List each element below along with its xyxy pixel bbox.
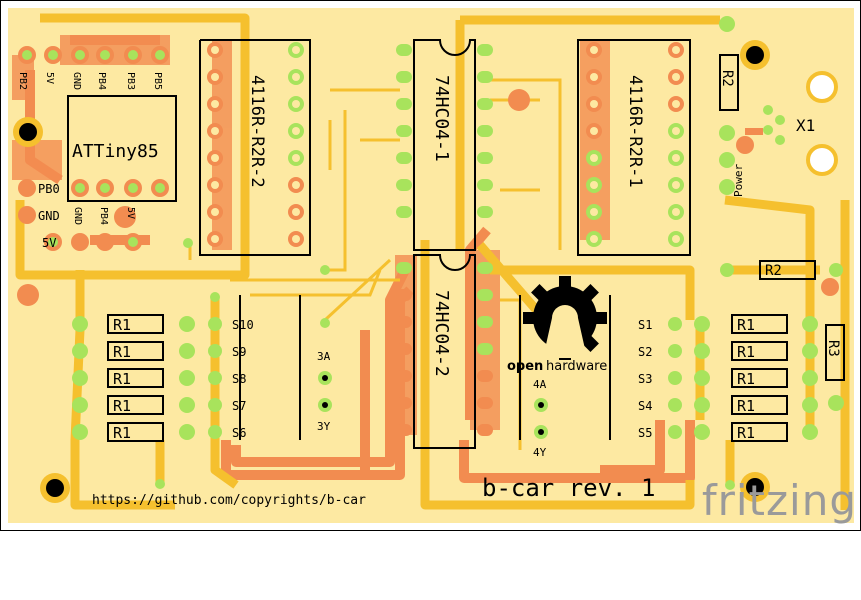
header-top-label-1: PB2 — [17, 72, 28, 90]
switch-left-label-4: S7 — [232, 399, 246, 413]
resistor-left-label-3: R1 — [113, 370, 131, 388]
board-substrate — [8, 8, 854, 523]
resistor-left-label-4: R1 — [113, 397, 131, 415]
chip2-label: 74HC04-2 — [431, 290, 452, 377]
header-mid-label-4: PB4 — [98, 207, 109, 225]
mcu-label: ATTiny85 — [72, 141, 159, 162]
vias — [17, 89, 839, 306]
resistor-right-label-5: R1 — [737, 424, 755, 442]
switch-right-label-1: S1 — [638, 318, 652, 332]
r2-top-label: R2 — [719, 70, 735, 87]
oshw-open-label: open — [507, 359, 543, 374]
mounting-holes — [13, 40, 838, 503]
header-mid-label-5: 5V — [125, 207, 136, 219]
header-bottom-label: 5V — [42, 236, 56, 250]
switch-left-label-5: S6 — [232, 426, 246, 440]
oshw-hardware-label: hardware — [546, 359, 607, 374]
gate4-y-label: 4Y — [533, 446, 547, 459]
r2r-1-pads — [586, 42, 684, 247]
resistor-left-label-2: R1 — [113, 343, 131, 361]
x1-label: X1 — [796, 116, 815, 135]
silkscreen-outlines — [67, 39, 845, 449]
resistor-pads — [72, 238, 844, 490]
resistor-right-label-3: R1 — [737, 370, 755, 388]
pcb-board: https://github.com/copyrights/b-car b-car… — [0, 0, 861, 531]
resistor-right-label-1: R1 — [737, 316, 755, 334]
header-mid-label-3: GND — [72, 207, 83, 225]
resistor-right-label-4: R1 — [737, 397, 755, 415]
resistor-left-label-1: R1 — [113, 316, 131, 334]
header-top-label-6: PB5 — [152, 72, 163, 90]
resistor-left-label-5: R1 — [113, 424, 131, 442]
chip-pads — [396, 44, 493, 436]
fritzing-logo: fritzing — [701, 476, 857, 525]
power-label: Power — [732, 164, 745, 197]
r2r-2-pads — [207, 42, 304, 247]
chip1-label: 74HC04-1 — [431, 75, 452, 162]
r2r-2-label: 4116R-R2R-2 — [247, 75, 267, 188]
gate3-y-label: 3Y — [317, 420, 331, 433]
attiny-header-pads — [18, 46, 169, 251]
header-top-label-2: 5V — [44, 72, 55, 84]
url-label: https://github.com/copyrights/b-car — [92, 493, 366, 508]
switch-right-label-5: S5 — [638, 426, 652, 440]
pcb-board-view[interactable]: https://github.com/copyrights/b-car b-car… — [0, 0, 861, 531]
header-top-label-4: PB4 — [96, 72, 107, 90]
r2r-1-label: 4116R-R2R-1 — [625, 75, 645, 188]
revision-label: b-car rev. 1 — [482, 474, 655, 502]
switch-right-label-3: S3 — [638, 372, 652, 386]
gate3-a-label: 3A — [317, 350, 331, 363]
header-top-label-5: PB3 — [125, 72, 136, 90]
resistor-bodies — [107, 260, 816, 442]
switch-left-label-1: S10 — [232, 318, 254, 332]
switch-left-label-3: S8 — [232, 372, 246, 386]
switch-left-label-2: S9 — [232, 345, 246, 359]
resistor-right-label-2: R1 — [737, 343, 755, 361]
r2-mid-label: R2 — [765, 263, 782, 279]
switch-right-label-2: S2 — [638, 345, 652, 359]
gate4-a-label: 4A — [533, 378, 547, 391]
r3-label: R3 — [825, 340, 841, 357]
header-top-label-3: GND — [71, 72, 82, 90]
switch-right-label-4: S4 — [638, 399, 652, 413]
power-connector-pads — [719, 16, 785, 195]
header-mid-label-2: GND — [38, 209, 60, 223]
header-mid-label-1: PB0 — [38, 182, 60, 196]
